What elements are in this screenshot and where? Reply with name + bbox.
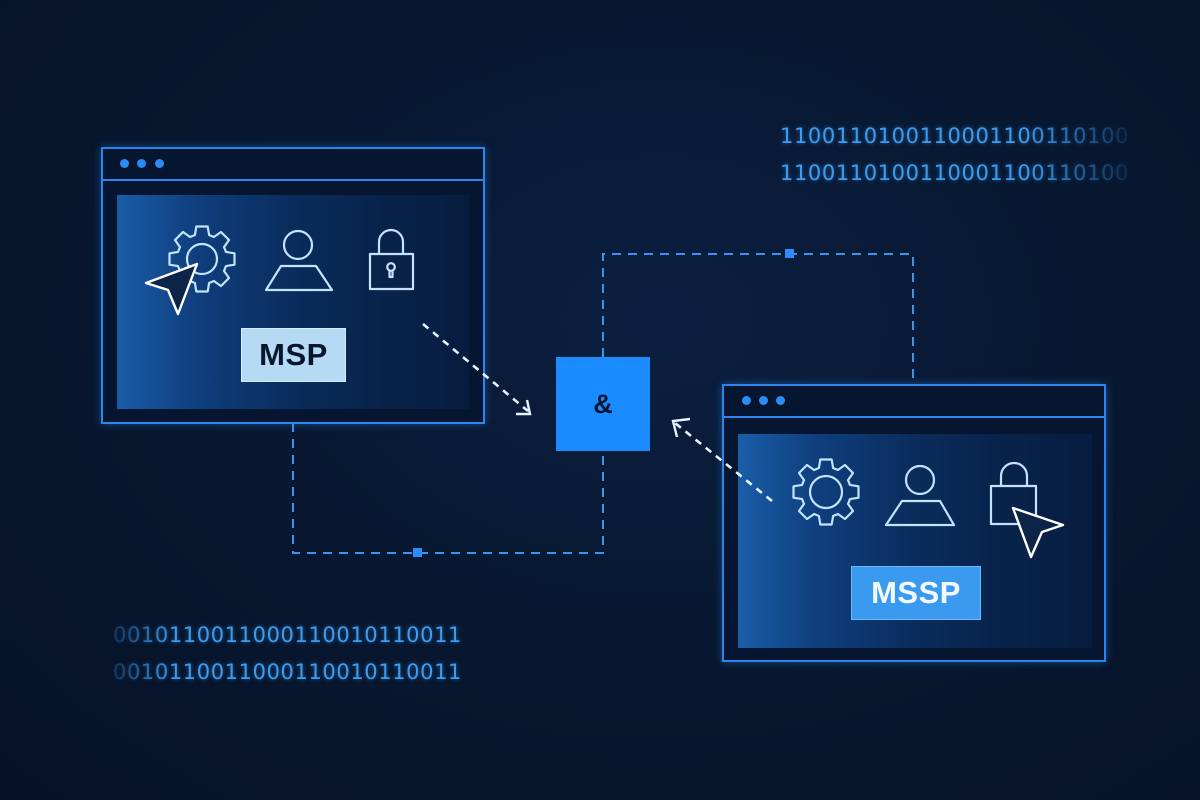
binary-text-top-1: 1100110100110001100110100 [780,124,1130,148]
binary-text-bottom-1: 0010110011000110010110011 [113,623,463,647]
arrowhead-icon [671,417,691,438]
user-icon [264,229,334,292]
connector-ampersand-box: & [556,357,650,451]
window-dot [776,396,785,405]
dashed-connector-upper [602,253,914,385]
window-dot [759,396,768,405]
padlock-icon [989,461,1038,526]
binary-text-bottom-2: 0010110011000110010110011 [113,660,463,684]
msp-badge: MSP [241,328,346,382]
window-dot [120,159,129,168]
padlock-icon [368,228,415,291]
window-dot [137,159,146,168]
arrow-mssp-to-connector [671,417,773,503]
gear-icon [792,458,860,526]
window-dot [155,159,164,168]
mssp-badge: MSSP [851,566,981,620]
user-icon [884,464,956,527]
connector-node-lower [413,548,422,557]
msp-window-titlebar [103,149,483,181]
mssp-window-titlebar [724,386,1104,418]
connector-node-upper [785,249,794,258]
cursor-arrow-icon [1011,506,1065,559]
binary-text-top-2: 1100110100110001100110100 [780,161,1130,185]
arrow-msp-to-connector [422,322,532,416]
dashed-connector-lower [292,423,604,554]
arrowhead-icon [516,399,532,416]
mssp-window: MSSP [722,384,1106,662]
window-dot [742,396,751,405]
gear-icon [168,225,236,293]
cursor-arrow-icon [144,262,199,316]
